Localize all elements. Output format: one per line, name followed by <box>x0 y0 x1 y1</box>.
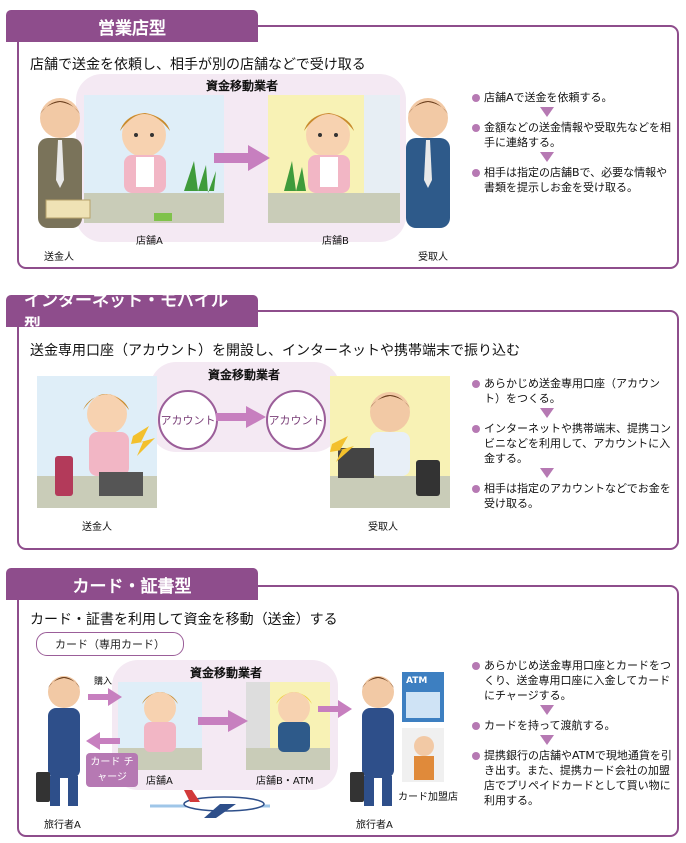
step-item: あらかじめ送金専用口座（アカウント）をつくる。 <box>472 376 672 406</box>
down-arrow-icon <box>540 705 554 715</box>
traveler-2-illustration <box>350 676 394 806</box>
caption-sender: 送金人 <box>44 252 74 263</box>
account-2: アカウント <box>266 390 326 450</box>
receiver-online-illustration <box>330 376 450 508</box>
steps-internet: あらかじめ送金専用口座（アカウント）をつくる。 インターネットや携帯端末、提携コ… <box>472 376 672 511</box>
caption-traveler-1: 旅行者A <box>44 820 81 831</box>
step-item: 相手は指定のアカウントなどでお金を受け取る。 <box>472 481 672 511</box>
atm-shop-illustration <box>402 672 444 782</box>
airplane-illustration <box>150 790 270 818</box>
caption-store-b-atm: 店舗B・ATM <box>256 776 314 787</box>
step-item: インターネットや携帯端末、提携コンビニなどを利用して、アカウントに入金する。 <box>472 421 672 466</box>
caption-sender: 送金人 <box>82 522 112 533</box>
section-title-internet: インターネット・モバイル型 <box>6 291 258 336</box>
step-item: 店舗Aで送金を依頼する。 <box>472 90 672 105</box>
down-arrow-icon <box>540 152 554 162</box>
purchase-arrow-icon <box>88 688 122 706</box>
section-title-branch: 営業店型 <box>6 10 258 42</box>
steps-branch: 店舗Aで送金を依頼する。 金額などの送金情報や受取先などを相手に連絡する。 相手… <box>472 90 672 195</box>
caption-card-merchant: カード加盟店 <box>398 792 458 803</box>
down-arrow-icon <box>540 468 554 478</box>
caption-store-a: 店舗A <box>146 776 173 787</box>
sender-online-illustration <box>37 376 157 508</box>
card-charge-badge: カード チャージ <box>86 753 138 787</box>
section-subtitle-branch: 店舗で送金を依頼し、相手が別の店舗などで受け取る <box>30 57 366 73</box>
caption-store-b: 店舗B <box>322 236 349 247</box>
account-1: アカウント <box>158 390 218 450</box>
card-type-box: カード（専用カード） <box>36 632 184 656</box>
transfer-arrow-icon <box>198 710 248 732</box>
purchase-label: 購入 <box>94 677 113 687</box>
traveler-1-illustration <box>36 676 80 806</box>
steps-card: あらかじめ送金専用口座とカードをつくり、送金専用口座に入金してカードにチャージす… <box>472 658 672 808</box>
step-item: あらかじめ送金専用口座とカードをつくり、送金専用口座に入金してカードにチャージす… <box>472 658 672 703</box>
hub-label: 資金移動業者 <box>206 79 279 93</box>
down-arrow-icon <box>540 735 554 745</box>
section-title-card: カード・証書型 <box>6 568 258 600</box>
transfer-arrow-icon <box>216 406 266 428</box>
sender-person-illustration <box>38 98 91 228</box>
receiver-person-illustration <box>406 98 450 228</box>
caption-traveler-2: 旅行者A <box>356 820 393 831</box>
step-item: 相手は指定の店舗Bで、必要な情報や書類を提示しお金を受け取る。 <box>472 165 672 195</box>
store-b-atm-illustration <box>246 682 330 770</box>
caption-receiver: 受取人 <box>368 522 398 533</box>
caption-receiver: 受取人 <box>418 252 448 263</box>
hub-label: 資金移動業者 <box>208 368 281 382</box>
atm-sign: ATM <box>406 676 428 686</box>
store-b-illustration <box>268 95 400 223</box>
section-subtitle-internet: 送金専用口座（アカウント）を開設し、インターネットや携帯端末で振り込む <box>30 343 520 359</box>
caption-store-a: 店舗A <box>136 236 163 247</box>
step-item: 提携銀行の店舗やATMで現地通貨を引き出す。また、提携カード会社の加盟店でプリペ… <box>472 748 672 808</box>
down-arrow-icon <box>540 408 554 418</box>
withdraw-arrow-icon <box>318 700 352 718</box>
step-item: カードを持って渡航する。 <box>472 718 672 733</box>
section-subtitle-card: カード・証書を利用して資金を移動（送金）する <box>30 612 338 628</box>
step-item: 金額などの送金情報や受取先などを相手に連絡する。 <box>472 120 672 150</box>
store-a-card-illustration <box>118 682 202 770</box>
store-a-illustration <box>84 95 224 223</box>
transfer-arrow-icon <box>214 145 270 171</box>
down-arrow-icon <box>540 107 554 117</box>
charge-arrow-icon <box>86 732 120 750</box>
hub-label: 資金移動業者 <box>190 666 263 680</box>
